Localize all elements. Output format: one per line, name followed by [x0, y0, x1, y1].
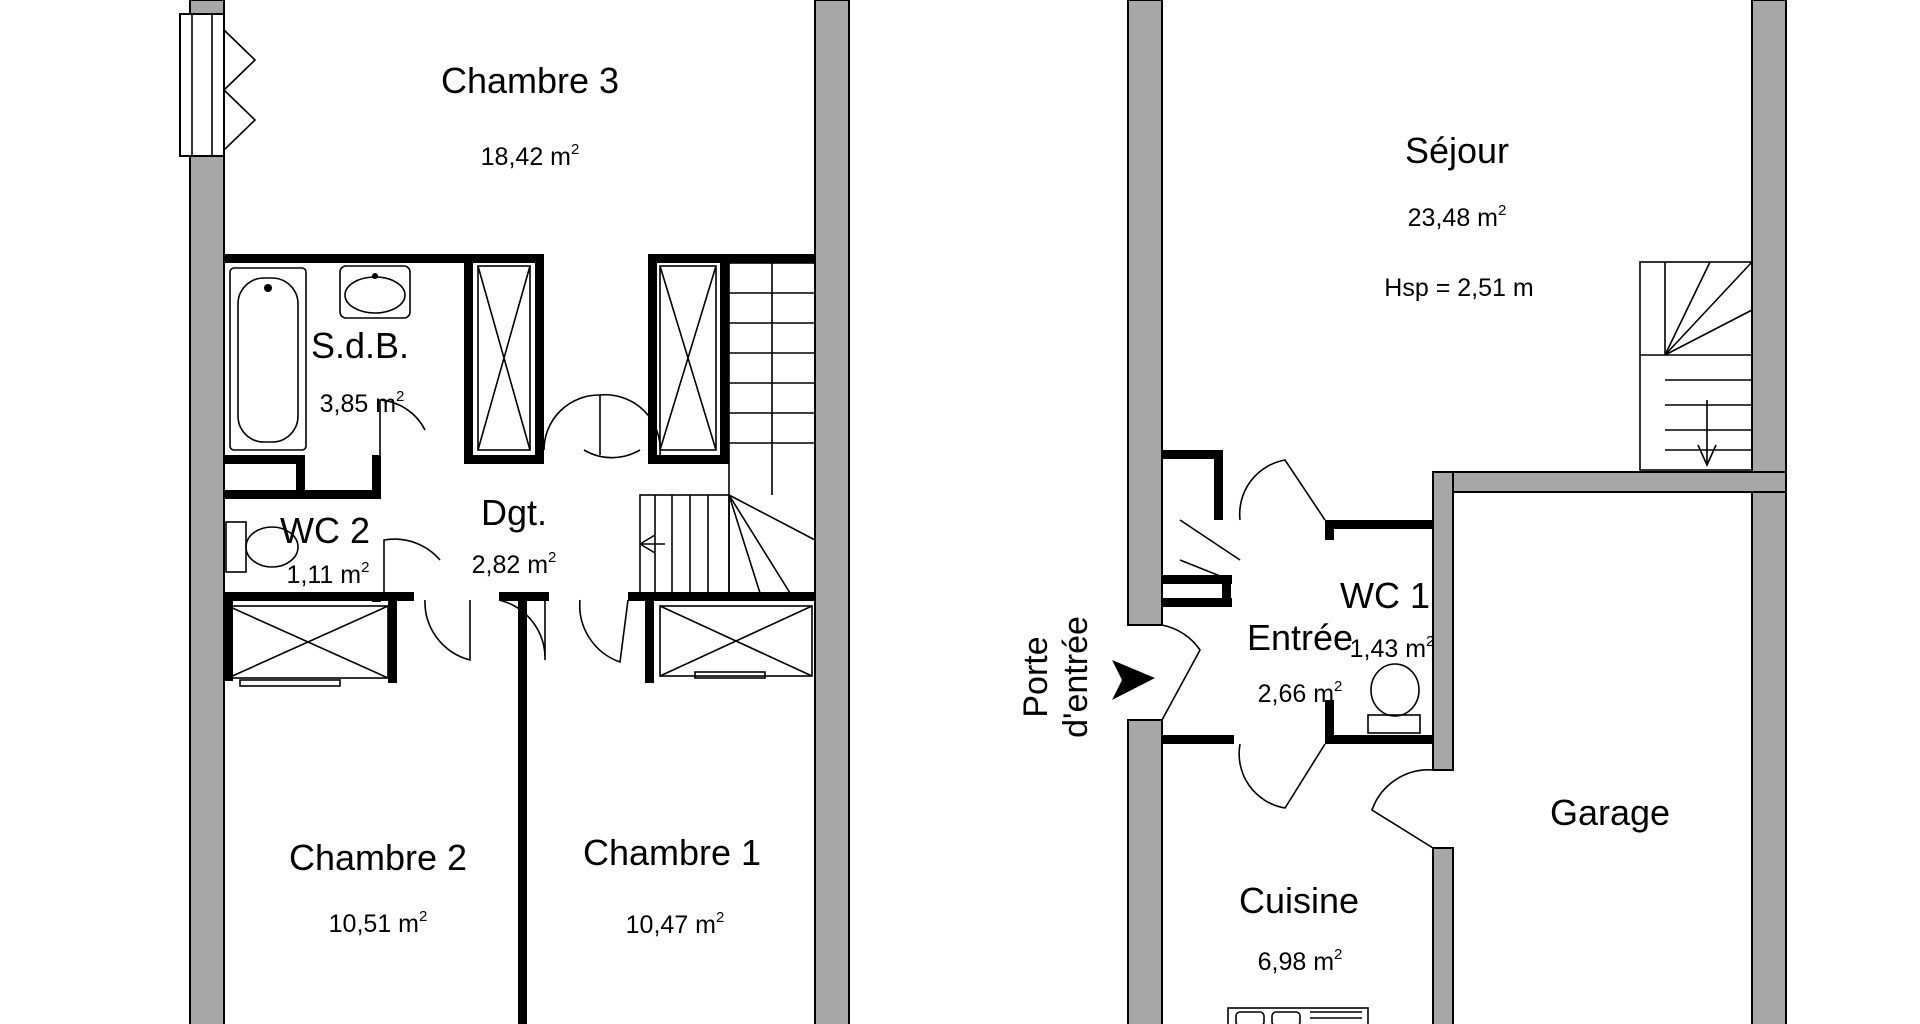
room-name-dgt: Dgt. [480, 492, 548, 533]
room-name-cuisine: Cuisine [1238, 880, 1360, 921]
entrance-arrow-icon [1112, 660, 1155, 700]
room-name-entree: Entrée [1246, 617, 1354, 658]
room-height-sejour: Hsp = 2,51 m [1384, 274, 1534, 302]
toilet-icon [1367, 663, 1421, 734]
kitchen-sink-icon [1227, 1007, 1369, 1024]
room-area-sejour: 23,48 m2 [1407, 202, 1507, 232]
room-area-sdb: 3,85 m2 [319, 388, 405, 418]
room-area-cuisine: 6,98 m2 [1257, 946, 1343, 976]
door-swing-icon [1161, 459, 1434, 849]
ground-floor-walls [1112, 0, 1787, 1024]
room-name-chambre1: Chambre 1 [582, 832, 762, 873]
room-name-chambre3: Chambre 3 [440, 60, 620, 101]
entrance-label-line1: Porte [1017, 636, 1055, 718]
entrance-label-line2: d'entrée [1057, 616, 1095, 738]
sink-icon [339, 265, 411, 319]
room-name-sejour: Séjour [1404, 130, 1510, 171]
door-swing-icon [379, 393, 662, 664]
room-name-sdb: S.d.B. [310, 325, 410, 366]
room-area-chambre1: 10,47 m2 [625, 909, 725, 939]
room-name-wc2: WC 2 [280, 510, 370, 551]
staircase-icon [1639, 261, 1753, 471]
room-name-chambre2: Chambre 2 [288, 837, 468, 878]
room-area-dgt: 2,82 m2 [471, 549, 557, 579]
room-area-entree: 2,66 m2 [1257, 678, 1343, 708]
entrance-label: Porte d'entrée [1016, 597, 1096, 757]
room-area-chambre3: 18,42 m2 [480, 141, 580, 171]
room-name-wc1: WC 1 [1340, 575, 1430, 616]
bathtub-icon [229, 267, 307, 451]
room-name-garage: Garage [1549, 792, 1671, 833]
window-icon [179, 13, 257, 157]
room-area-wc1: 1,43 m2 [1349, 633, 1435, 663]
room-area-chambre2: 10,51 m2 [328, 908, 428, 938]
room-area-wc2: 1,11 m2 [286, 559, 370, 589]
toilet-icon [225, 521, 299, 573]
upper-floor-walls [179, 0, 850, 1024]
staircase-icon [639, 262, 816, 594]
